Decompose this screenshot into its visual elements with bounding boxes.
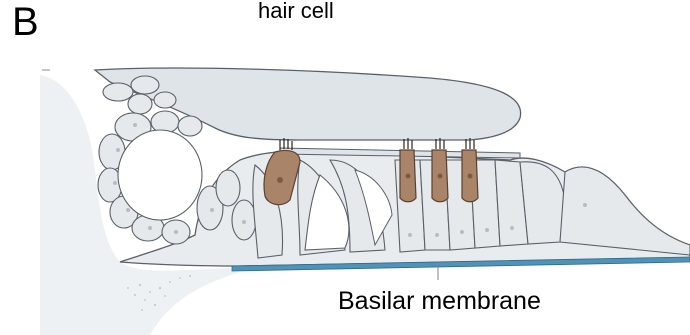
outer-hair-cell-1 <box>400 138 416 202</box>
basilar-membrane-label: Basilar membrane <box>338 289 541 314</box>
inner-sulcus-lumen <box>118 130 202 220</box>
outer-hair-cell-2 <box>432 138 448 202</box>
outer-hair-cell-3 <box>462 138 478 202</box>
